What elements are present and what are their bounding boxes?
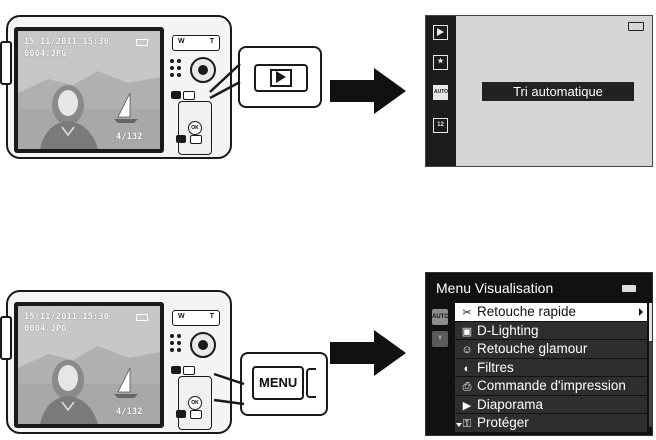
screen-date-time: 15/11/2011 15:30 [24, 312, 110, 322]
menu-list: ✂ Retouche rapide ▣ D-Lighting ☺ Retouche g… [455, 303, 647, 433]
chevron-right-icon [639, 308, 643, 316]
camera-strap-lug [0, 316, 12, 360]
selected-mode-label: Tri automatique [482, 82, 634, 101]
screen-file-name: 0004.JPG [24, 324, 67, 334]
menu-item-label: Diaporama [477, 396, 544, 412]
menu-button-label: MENU [259, 375, 298, 390]
menu-item-filters[interactable]: ◐ Filtres [455, 358, 647, 377]
landscape-photo [18, 306, 160, 424]
menu-button: MENU [252, 366, 304, 400]
slide-show-icon: ▶ [462, 399, 472, 412]
setup-icon: Y [432, 331, 448, 347]
multi-selector: OK [178, 376, 212, 430]
menu-item-label: D-Lighting [477, 322, 539, 338]
glamour-retouch-icon: ☺ [461, 344, 473, 356]
menu-title: Menu Visualisation [436, 280, 554, 296]
camera-strap-lug [0, 41, 12, 85]
filter-icon: ◐ [463, 362, 471, 375]
mode-tab-column: ★ AUTO 12 [426, 16, 456, 166]
protect-icon: ⚿ [462, 418, 472, 430]
play-icon [433, 25, 448, 40]
quick-retouch-icon: ✂ [462, 307, 472, 319]
auto-sort-icon: AUTO [433, 85, 448, 100]
screen-counter: 4/132 [116, 407, 143, 417]
step1-arrow [330, 68, 406, 114]
screen-battery-icon [136, 39, 148, 46]
more-below-icon [456, 423, 462, 427]
menu-item-d-lighting[interactable]: ▣ D-Lighting [455, 321, 647, 340]
screen-date-time: 15/11/2011 15:30 [24, 37, 110, 47]
menu-item-print-order[interactable]: ⎙ Commande d'impression [455, 377, 647, 396]
auto-sort-icon: AUTO [432, 309, 449, 325]
multi-selector: OK [178, 101, 212, 155]
landscape-photo [18, 31, 160, 149]
camera-lcd: 15/11/2011 15:30 0004.JPG 4/132 [14, 302, 164, 428]
menu-tab-column: AUTO Y [430, 307, 452, 425]
camera-lcd: 15/11/2011 15:30 0004.JPG 4/132 [14, 27, 164, 153]
list-by-date-icon: 12 [433, 118, 448, 133]
menu-item-label: Commande d'impression [477, 378, 626, 393]
print-order-icon: ⎙ [462, 381, 472, 393]
callout-leader [213, 372, 245, 406]
play-icon [276, 71, 286, 83]
menu-item-label: Retouche rapide [477, 304, 577, 319]
screen-battery-icon [136, 314, 148, 321]
battery-icon [628, 22, 644, 31]
mode-dial [190, 57, 216, 83]
menu-item-protect[interactable]: ⚿ Protéger [455, 414, 647, 433]
playback-mode-screen: ★ AUTO 12 Tri automatique [425, 15, 653, 167]
menu-scrollbar[interactable] [649, 303, 652, 427]
d-lighting-icon: ▣ [461, 325, 473, 338]
menu-button-callout: MENU [240, 352, 328, 416]
menu-item-label: Filtres [477, 359, 514, 375]
favorites-icon: ★ [433, 55, 448, 70]
menu-item-slide-show[interactable]: ▶ Diaporama [455, 395, 647, 414]
menu-item-glamour-retouch[interactable]: ☺ Retouche glamour [455, 340, 647, 359]
button-callout [238, 46, 322, 108]
menu-item-quick-retouch[interactable]: ✂ Retouche rapide [455, 303, 647, 322]
mode-dial [190, 332, 216, 358]
battery-icon [622, 285, 636, 292]
screen-counter: 4/132 [116, 132, 143, 142]
menu-item-label: Retouche glamour [477, 341, 588, 356]
callout-leader [209, 63, 241, 100]
menu-item-label: Protéger [477, 415, 529, 430]
playback-menu-screen: Menu Visualisation AUTO Y ✂ Retouche rapi… [425, 272, 653, 436]
screen-file-name: 0004.JPG [24, 49, 67, 59]
play-button [254, 64, 308, 92]
step2-arrow [330, 330, 406, 376]
